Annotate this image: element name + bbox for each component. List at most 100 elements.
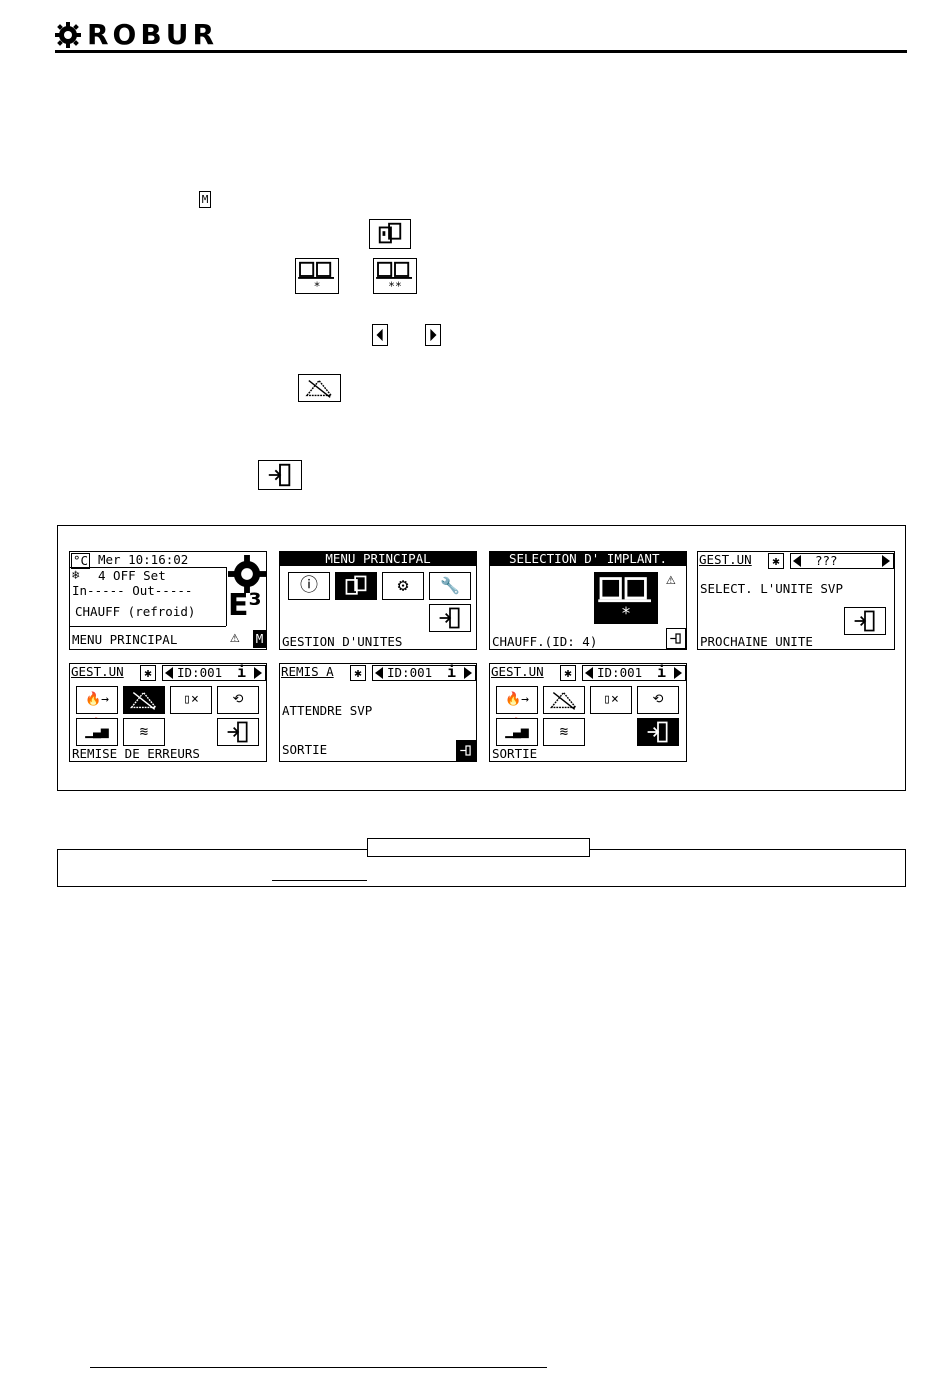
screen-main-menu-entry: °C Mer 10:16:02 ❄ 4 OFF Set In----- Out-… [69, 551, 267, 650]
flame-switch-icon[interactable]: 🔥→🔥 [76, 686, 118, 733]
snowflake-icon: ✱ [140, 665, 156, 681]
screen-footer: SORTIE [282, 742, 328, 757]
screen-title: SELECTION D' IMPLANT. [490, 552, 686, 566]
robur-logo: ROBUR [55, 21, 218, 49]
m-badge: M [253, 630, 266, 648]
unit-management-icon[interactable] [335, 572, 377, 600]
arrow-right-icon[interactable] [253, 667, 263, 679]
svg-text:*: * [314, 279, 321, 293]
snowflake-icon: ❄ [72, 567, 80, 582]
screen-unit-management-exit: GEST.UN ✱ ID:001 i 🔥→🔥 ▯× ⟲ ▁▃▅ ≋ SORTIE [489, 663, 687, 762]
note-tab [367, 838, 590, 857]
power-level-icon[interactable]: ▁▃▅ [496, 718, 538, 746]
power-level-icon[interactable]: ▁▃▅ [76, 718, 118, 746]
in-out-line: In----- Out----- [72, 583, 193, 598]
info-icon[interactable]: ⓘ [288, 572, 330, 600]
unit-id-selector[interactable]: ??? [790, 553, 894, 569]
divider [226, 567, 227, 626]
cooling-plant-icon: ** [373, 258, 417, 294]
arrow-left-icon[interactable] [584, 667, 594, 679]
unit-id-selector[interactable]: ID:001 i [582, 665, 686, 681]
arrow-right-icon[interactable] [463, 667, 473, 679]
divider [70, 626, 226, 627]
note-underline [272, 880, 367, 881]
unit-id: ID:001 [177, 665, 223, 680]
exit-icon[interactable] [456, 740, 476, 761]
heating-plant-icon: * [295, 258, 339, 294]
gear-logo-icon [228, 555, 266, 593]
exit-icon[interactable] [666, 628, 686, 649]
divider [70, 567, 226, 568]
unit-id: ID:001 [597, 665, 643, 680]
screen-main-menu: MENU PRINCIPAL ⓘ ⚙ 🔧 GESTION D'UNITES [279, 551, 477, 650]
info-icon[interactable]: i [657, 663, 667, 681]
snowflake-icon: ✱ [350, 665, 366, 681]
svg-text:*: * [621, 604, 631, 623]
svg-text:**: ** [388, 279, 402, 293]
reset-errors-icon[interactable] [123, 686, 165, 714]
wait-message: ATTENDRE SVP [282, 703, 373, 718]
screen-footer: CHAUFF.(ID: 4) [492, 634, 598, 649]
arrow-left-icon [372, 324, 388, 346]
reset-errors-icon[interactable] [543, 686, 585, 714]
arrow-right-icon[interactable] [673, 667, 683, 679]
arrow-left-icon[interactable] [792, 555, 802, 567]
unit-id: ??? [815, 553, 838, 568]
arrow-left-icon[interactable] [164, 667, 174, 679]
arrow-left-icon[interactable] [374, 667, 384, 679]
exit-icon[interactable] [844, 607, 886, 635]
m-key-label: M [201, 193, 209, 206]
screen-unit-select: GEST.UN ✱ ??? SELECT. L'UNITE SVP PROCHA… [697, 551, 895, 650]
unit-disable-icon[interactable]: ▯× [170, 686, 212, 714]
exit-icon[interactable] [637, 718, 679, 746]
screen-reset-wait: REMIS A ✱ ID:001 i ATTENDRE SVP SORTIE [279, 663, 477, 762]
screen-footer: GESTION D'UNITES [282, 634, 403, 649]
m-key-icon: M [199, 191, 211, 208]
screen-label: GEST.UN [491, 664, 544, 679]
heat-waves-icon[interactable]: ≋ [543, 718, 585, 746]
wrench-icon[interactable]: 🔧 [429, 572, 471, 600]
screen-label: GEST.UN [699, 552, 752, 567]
footer-rule [90, 1367, 547, 1368]
header-rule [55, 50, 907, 53]
cycle-icon[interactable]: ⟲ [217, 686, 259, 714]
cycle-icon[interactable]: ⟲ [637, 686, 679, 714]
snowflake-icon: ✱ [768, 553, 784, 569]
arrow-right-icon [425, 324, 441, 346]
screen-title: MENU PRINCIPAL [280, 552, 476, 566]
arrow-right-icon[interactable] [881, 555, 891, 567]
exit-icon [258, 460, 302, 490]
temp-unit: °C [71, 553, 91, 569]
exit-icon[interactable] [217, 718, 259, 746]
unit-disable-icon[interactable]: ▯× [590, 686, 632, 714]
e3-badge: E³ [228, 588, 262, 623]
screen-footer: SORTIE [492, 746, 538, 761]
settings-gear-icon[interactable]: ⚙ [382, 572, 424, 600]
info-icon[interactable]: i [447, 663, 457, 681]
info-icon[interactable]: i [237, 663, 247, 681]
screen-footer: REMISE DE ERREURS [72, 746, 200, 761]
screen-label: REMIS A [281, 664, 334, 679]
exit-icon[interactable] [429, 604, 471, 632]
status-line: 4 OFF Set [98, 568, 166, 583]
unit-management-icon [369, 219, 411, 249]
prompt-line: SELECT. L'UNITE SVP [700, 581, 843, 596]
mode-line: CHAUFF (refroid) [75, 604, 196, 619]
screen-label: GEST.UN [71, 664, 124, 679]
gear-logo-icon [55, 22, 81, 48]
unit-id: ID:001 [387, 665, 433, 680]
screen-footer: MENU PRINCIPAL [72, 632, 178, 647]
warning-icon: ⚠ [230, 627, 240, 646]
reset-errors-icon [298, 374, 341, 402]
flame-switch-icon[interactable]: 🔥→🔥 [496, 686, 538, 733]
screen-plant-selection: SELECTION D' IMPLANT. * ⚠ CHAUFF.(ID: 4) [489, 551, 687, 650]
screen-unit-management-reset: GEST.UN ✱ ID:001 i 🔥→🔥 ▯× ⟲ ▁▃▅ ≋ REMISE… [69, 663, 267, 762]
heat-waves-icon[interactable]: ≋ [123, 718, 165, 746]
unit-id-selector[interactable]: ID:001 i [372, 665, 476, 681]
warning-icon: ⚠ [666, 569, 676, 588]
unit-id-selector[interactable]: ID:001 i [162, 665, 266, 681]
screen-footer: PROCHAINE UNITE [700, 634, 813, 649]
datetime: Mer 10:16:02 [98, 552, 189, 567]
snowflake-icon: ✱ [560, 665, 576, 681]
heating-plant-icon[interactable]: * [594, 572, 658, 624]
